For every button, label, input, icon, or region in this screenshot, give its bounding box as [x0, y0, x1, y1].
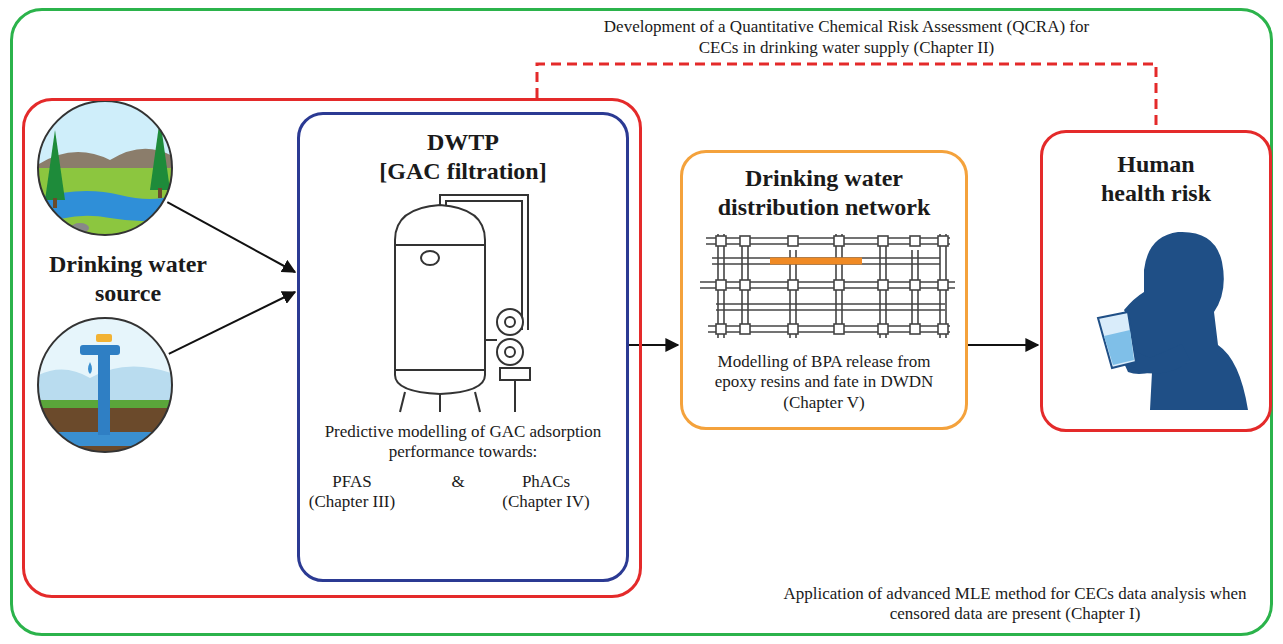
pipe-joint: [878, 324, 888, 334]
pipe-stroke: [770, 258, 862, 265]
flow-arrow: [169, 292, 295, 354]
pipe-joint: [938, 236, 948, 246]
contaminant-label: PFAS (Chapter III): [302, 472, 402, 513]
pipe-joint: [834, 324, 844, 334]
pipe-joint: [938, 324, 948, 334]
gac-filter-illustration: [395, 195, 530, 412]
pipe-joint: [716, 236, 726, 246]
source-label: Drinking water source: [30, 250, 226, 308]
pipe-stroke: [716, 303, 945, 305]
pipe-joint: [834, 236, 844, 246]
pipe-joint: [910, 280, 920, 290]
dashed-connector: [537, 64, 1156, 130]
chapter-note: Application of advanced MLE method for C…: [770, 584, 1260, 625]
box-title: Drinking water distribution network: [690, 164, 958, 222]
box-title: Human health risk: [1086, 150, 1226, 208]
outer-scope-frame: Application of advanced MLE method for C…: [10, 8, 1273, 636]
pipe-joint: [878, 236, 888, 246]
connector-label: Development of a Quantitative Chemical R…: [587, 17, 1107, 58]
health-risk-box: Human health risk: [1040, 130, 1272, 432]
pipe-joint: [716, 324, 726, 334]
pipe-network-illustration: [700, 234, 955, 338]
dwtp-box: DWTP[GAC filtration] Predictive modelling…: [297, 112, 629, 582]
pipe-joint: [740, 324, 750, 334]
pipe-joint: [910, 324, 920, 334]
flow-arrow: [629, 344, 678, 346]
pipe-joint: [788, 324, 798, 334]
pipe-joint: [938, 280, 948, 290]
contaminant-label: PhACs (Chapter IV): [496, 472, 596, 513]
pipe-joint: [740, 280, 750, 290]
pipe-joint: [740, 236, 750, 246]
box-description: Predictive modelling of GAC adsorption p…: [305, 422, 621, 463]
distribution-box: Drinking water distribution networkModel…: [680, 150, 968, 430]
box-description: Modelling of BPA release from epoxy resi…: [696, 352, 952, 413]
pipe-joint: [834, 280, 844, 290]
treatment-scope-frame: Drinking water source DWTP[GAC filtration…: [22, 98, 642, 598]
flow-arrow: [968, 344, 1038, 346]
person-drinking-illustration: [1098, 232, 1248, 410]
pipe-joint: [910, 236, 920, 246]
source-group: Drinking water source: [30, 96, 226, 458]
pipe-joint: [788, 236, 798, 246]
pipe-joint: [878, 280, 888, 290]
box-title: DWTP: [297, 128, 629, 157]
conjunction: &: [440, 472, 476, 492]
groundwater-illustration: [30, 315, 185, 465]
river-illustration: [30, 95, 185, 248]
pipe-stroke: [716, 309, 945, 311]
pipe-joint: [788, 280, 798, 290]
pipe-joint: [716, 280, 726, 290]
box-subtitle: [GAC filtration]: [297, 157, 629, 186]
